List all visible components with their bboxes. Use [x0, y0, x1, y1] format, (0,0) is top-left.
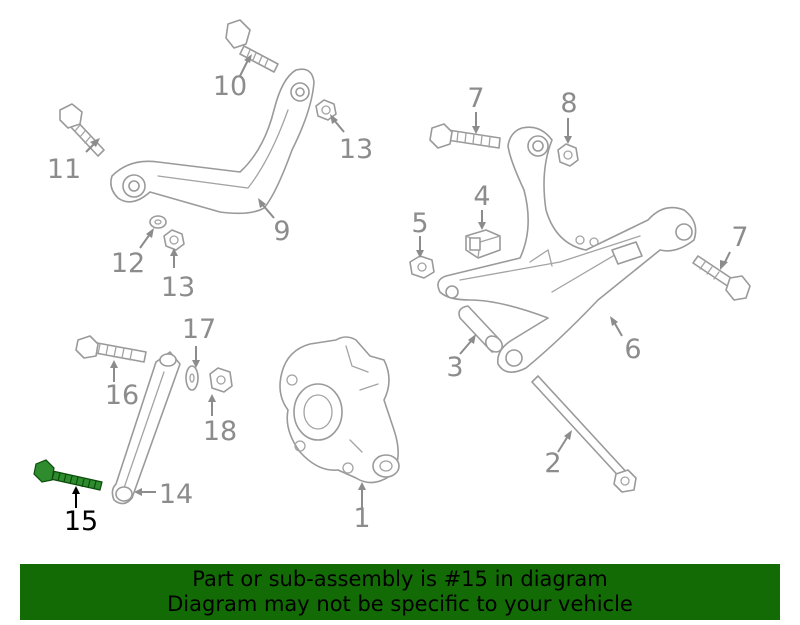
- parts-diagram: 1 2 3 4 5 6 7 7 8 9 10 11 12 13 13 14 15…: [33, 19, 751, 537]
- part-9-upper-arm[interactable]: [110, 68, 315, 215]
- notice-line-2: Diagram may not be specific to your vehi…: [167, 592, 633, 616]
- part-8-nut[interactable]: [557, 143, 579, 167]
- callout-18: 18: [203, 416, 237, 447]
- callout-12: 12: [111, 248, 145, 279]
- part-16-bolt[interactable]: [75, 335, 147, 363]
- callout-5: 5: [411, 208, 428, 239]
- callout-9: 9: [273, 216, 290, 247]
- callout-15: 15: [64, 506, 98, 537]
- part-15-bolt-highlighted[interactable]: [33, 459, 103, 491]
- callout-7-lower: 7: [731, 222, 748, 253]
- callout-6: 6: [624, 334, 641, 365]
- callout-1: 1: [353, 503, 370, 534]
- part-5-nut[interactable]: [409, 255, 435, 279]
- part-2-long-bolt[interactable]: [531, 375, 637, 493]
- part-14-link[interactable]: [111, 351, 181, 505]
- callout-2: 2: [544, 448, 561, 479]
- callout-4: 4: [473, 181, 490, 212]
- notice-banner: Part or sub-assembly is #15 in diagram D…: [20, 564, 780, 620]
- part-6-lower-arm[interactable]: [437, 126, 697, 373]
- callout-8: 8: [560, 88, 577, 119]
- callout-16: 16: [105, 380, 139, 411]
- callout-arrows: [72, 54, 731, 508]
- callout-7-upper: 7: [467, 83, 484, 114]
- part-17-washer[interactable]: [185, 365, 199, 391]
- callout-13-lower: 13: [161, 272, 195, 303]
- notice-line-1: Part or sub-assembly is #15 in diagram: [192, 567, 608, 591]
- part-10-bolt[interactable]: [225, 19, 279, 73]
- part-7-bolt-upper[interactable]: [429, 123, 501, 149]
- part-13-nut-lower[interactable]: [163, 229, 185, 251]
- part-12-washer[interactable]: [149, 215, 167, 229]
- callout-numbers: 1 2 3 4 5 6 7 7 8 9 10 11 12 13 13 14 15…: [47, 71, 749, 537]
- callout-10: 10: [213, 71, 247, 102]
- callout-13-upper: 13: [339, 134, 373, 165]
- callout-3: 3: [446, 352, 463, 383]
- part-7-bolt-lower[interactable]: [692, 255, 751, 301]
- callout-17: 17: [182, 314, 216, 345]
- part-1-knuckle[interactable]: [279, 336, 400, 484]
- callout-14: 14: [159, 479, 193, 510]
- part-18-nut[interactable]: [209, 367, 233, 393]
- callout-11: 11: [47, 154, 81, 185]
- part-11-bolt[interactable]: [59, 103, 105, 157]
- part-4-bushing[interactable]: [465, 229, 501, 259]
- part-3-bushing[interactable]: [458, 305, 505, 355]
